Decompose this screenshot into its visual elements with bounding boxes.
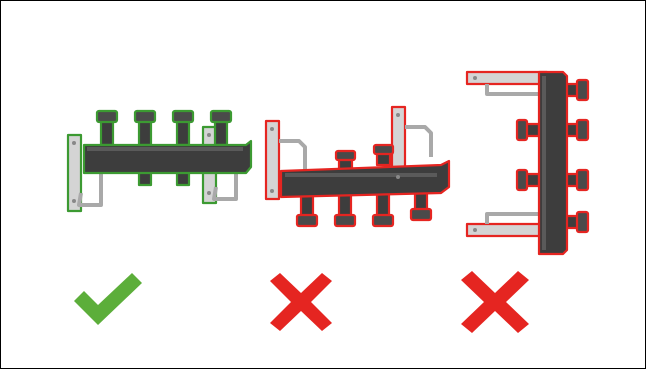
cross-icon (268, 271, 334, 333)
manifold-inverted-mounting (259, 93, 459, 239)
manifold-correct-mounting (51, 97, 266, 227)
check-icon (70, 271, 146, 327)
manifold-vertical-mounting (459, 64, 599, 256)
cross-icon (459, 269, 531, 335)
